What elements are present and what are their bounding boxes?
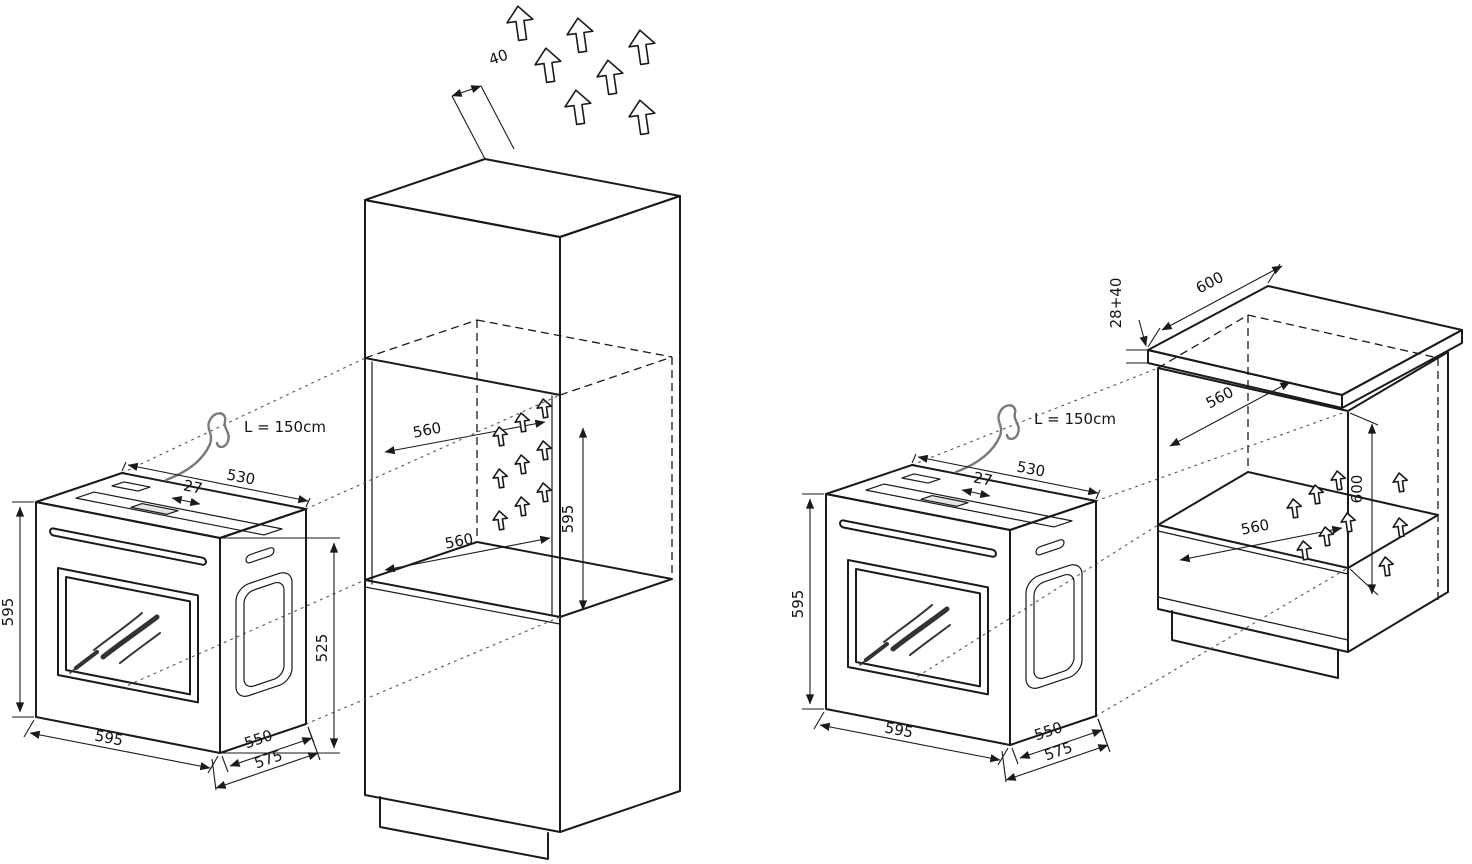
dim-niche-height: 600 — [1348, 475, 1366, 504]
vent-arrow-icon — [532, 45, 565, 85]
tall-cabinet-dimensions — [384, 85, 588, 611]
dim-niche-height: 595 — [559, 505, 577, 534]
vent-arrow-icon — [513, 453, 532, 475]
dim-niche-width-bottom: 560 — [1239, 516, 1271, 539]
dim-oven-bottom-width: 595 — [93, 727, 125, 750]
dim-niche-width-bottom: 560 — [443, 530, 475, 553]
dim-oven-depth-total: 575 — [1042, 738, 1075, 764]
vent-arrow-icon — [535, 439, 554, 461]
cable-length-label: L = 150cm — [244, 418, 326, 436]
built-in-oven — [802, 405, 1110, 782]
vent-arrow-icon — [491, 509, 510, 531]
niche-airflow-arrows — [491, 397, 554, 531]
vent-arrow-icon — [1317, 525, 1336, 547]
vent-arrow-icon — [626, 27, 659, 67]
base-cabinet — [1147, 285, 1463, 679]
projection-lines — [911, 367, 1349, 717]
base-cabinet-dimensions — [1126, 263, 1379, 596]
dim-oven-panel-offset: 27 — [972, 468, 994, 489]
dim-oven-bottom-width: 595 — [883, 719, 915, 742]
dim-oven-depth-total: 575 — [252, 746, 285, 772]
left-installation-diagram: 40 560 595 560 L = 150cm 530 27 595 525 … — [0, 3, 681, 860]
vent-arrow-icon — [564, 15, 597, 55]
dim-worktop-thickness: 28+40 — [1107, 278, 1125, 329]
dim-oven-height: 595 — [789, 590, 807, 619]
vent-arrow-icon — [594, 57, 627, 97]
built-in-oven — [12, 413, 320, 790]
dim-oven-height: 595 — [0, 598, 17, 627]
oven-front-height-dimension — [222, 537, 340, 754]
vent-arrow-icon — [535, 481, 554, 503]
tall-cabinet — [364, 158, 681, 860]
dim-worktop-depth: 600 — [1193, 268, 1227, 297]
dim-oven-panel-offset: 27 — [182, 476, 204, 497]
cable-length-label: L = 150cm — [1034, 410, 1116, 428]
exhaust-vent-arrows — [504, 3, 659, 137]
right-installation-diagram: L = 150cm 530 27 595 595 550 575 28+40 6… — [789, 263, 1463, 782]
vent-arrow-icon — [1377, 555, 1396, 577]
vent-arrow-icon — [504, 3, 537, 43]
dim-oven-top-width: 530 — [1015, 458, 1047, 481]
vent-arrow-icon — [513, 495, 532, 517]
vent-arrow-icon — [1339, 511, 1358, 533]
dim-niche-width-top: 560 — [411, 419, 443, 442]
dim-oven-top-width: 530 — [225, 466, 257, 489]
right-dimension-labels: L = 150cm 530 27 595 595 550 575 28+40 6… — [789, 268, 1366, 765]
dim-niche-width-top: 560 — [1203, 383, 1237, 412]
vent-arrow-icon — [535, 397, 554, 419]
left-dimension-labels: 40 560 595 560 L = 150cm 530 27 595 525 … — [0, 46, 577, 773]
vent-arrow-icon — [1285, 497, 1304, 519]
dim-rear-gap: 40 — [486, 46, 510, 69]
vent-arrow-icon — [562, 87, 595, 127]
vent-arrow-icon — [513, 411, 532, 433]
vent-arrow-icon — [1329, 469, 1348, 491]
projection-lines — [121, 357, 561, 725]
vent-arrow-icon — [626, 97, 659, 137]
dim-oven-front-height: 525 — [313, 634, 331, 663]
vent-arrow-icon — [491, 467, 510, 489]
tall-cabinet-hidden-edges — [364, 319, 673, 579]
vent-arrow-icon — [1391, 471, 1410, 493]
